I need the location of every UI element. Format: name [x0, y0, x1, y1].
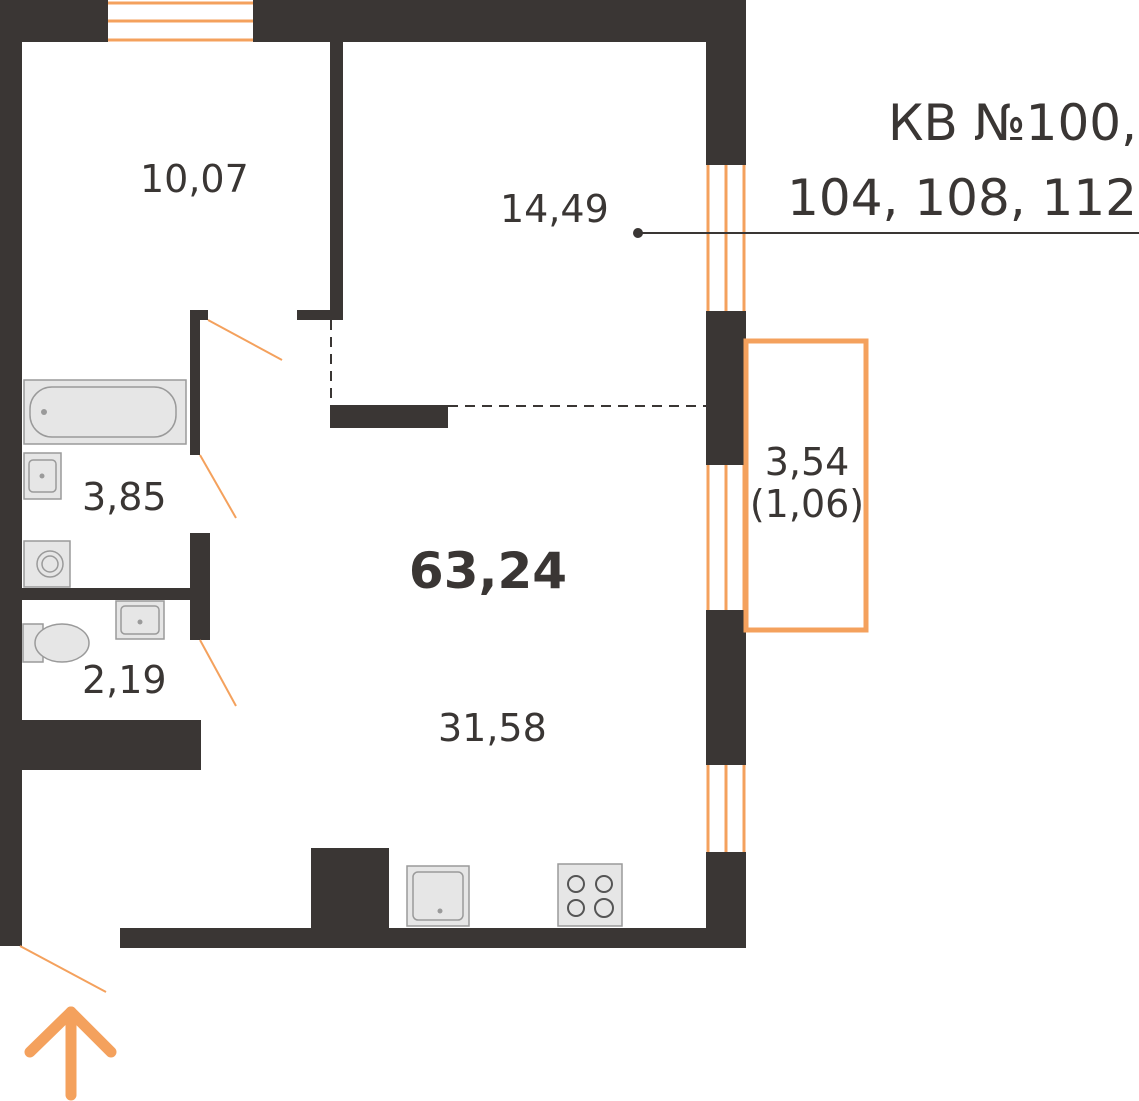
- stove-icon: [557, 863, 623, 927]
- total-area: 63,24: [409, 542, 567, 600]
- kitchen-sink-icon: [406, 865, 470, 927]
- leader-line: [633, 228, 1139, 238]
- sink-icon: [115, 600, 165, 640]
- apartment-title-line1: КВ №100,: [888, 94, 1137, 152]
- room-area-toilet: 2,19: [82, 658, 167, 702]
- room-area-balcony-reduced: (1,06): [750, 482, 864, 526]
- room-area-living-kitchen: 31,58: [438, 706, 547, 750]
- sink-icon: [23, 452, 62, 500]
- room-area-bathroom: 3,85: [82, 475, 167, 519]
- room-area-balcony: 3,54: [765, 440, 850, 484]
- door-swings: [19, 319, 283, 993]
- room-area-bedroom: 10,07: [140, 157, 249, 201]
- walls: [0, 0, 746, 948]
- zone-divider: [330, 320, 706, 407]
- bathtub-icon: [23, 379, 187, 445]
- entrance-arrow-icon: [24, 1006, 117, 1101]
- balcony-outline: [743, 338, 869, 633]
- apartment-title-line2: 104, 108, 112: [787, 169, 1137, 227]
- washing-machine-icon: [23, 540, 71, 588]
- toilet-icon: [22, 623, 90, 663]
- room-area-room: 14,49: [500, 187, 609, 231]
